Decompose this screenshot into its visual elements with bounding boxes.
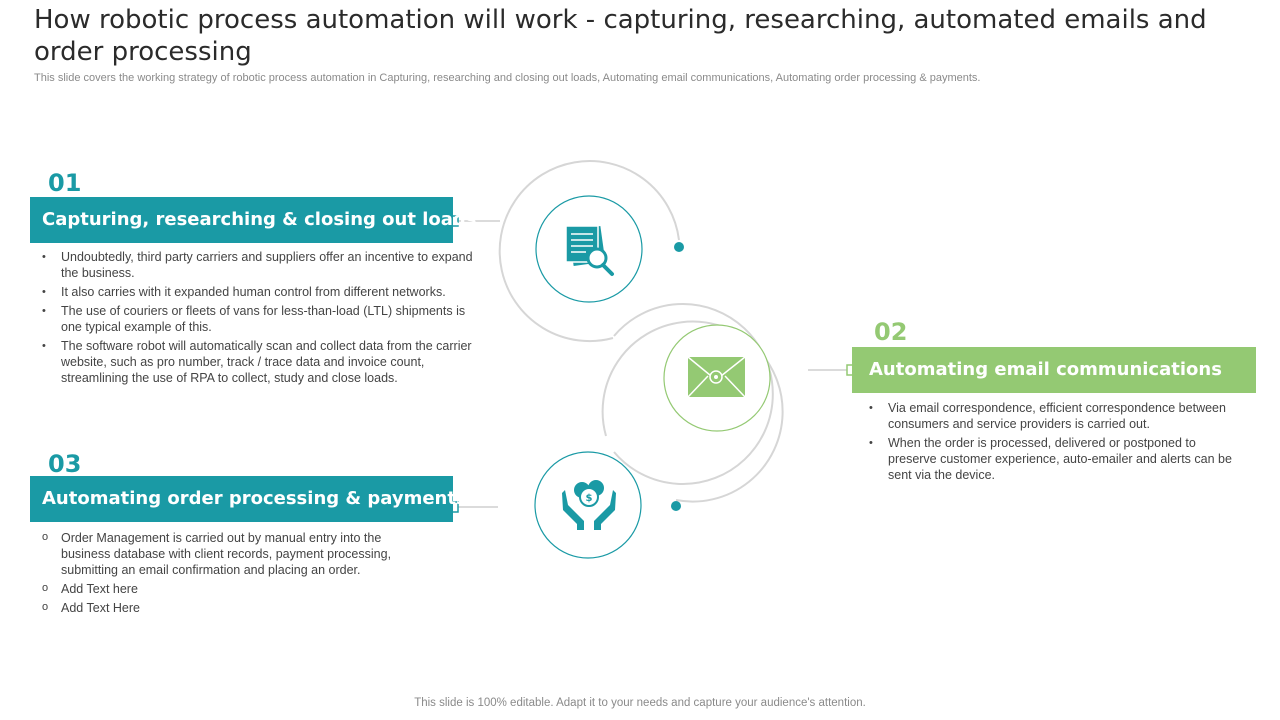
step-2-number: 02 [874,318,908,346]
page-subtitle: This slide covers the working strategy o… [34,72,981,84]
ring-2 [613,303,774,485]
list-item: The software robot will automatically sc… [34,338,480,386]
document-search-icon [565,225,614,276]
ring-3-end-dot [671,501,681,511]
list-item: Via email correspondence, efficient corr… [861,400,1237,432]
list-item: Order Management is carried out by manua… [34,529,424,578]
list-item: When the order is processed, delivered o… [861,435,1237,483]
step-3-title-bar: Automating order processing & payments [30,476,467,522]
ring-1-end-dot [674,242,684,252]
hands-coins-icon: $ [562,480,616,530]
step-3-number: 03 [48,450,82,478]
list-item: Add Text here [34,580,424,597]
step-1-bullets: Undoubtedly, third party carriers and su… [34,249,480,389]
email-envelope-icon [687,356,746,398]
ring-1 [498,160,680,343]
list-item: It also carries with it expanded human c… [34,284,480,300]
step-3-bullets: Order Management is carried out by manua… [34,529,424,619]
page-title: How robotic process automation will work… [34,5,1207,67]
step-1-number: 01 [48,169,82,197]
step-1-title-bar: Capturing, researching & closing out loa… [30,197,477,243]
list-item: The use of couriers or fleets of vans fo… [34,303,480,335]
svg-text:$: $ [586,493,593,504]
list-item: Add Text Here [34,599,424,616]
list-item: Undoubtedly, third party carriers and su… [34,249,480,281]
footer-note: This slide is 100% editable. Adapt it to… [414,697,866,709]
step-2-bullets: Via email correspondence, efficient corr… [861,400,1237,486]
step-2-title-bar: Automating email communications [852,347,1256,393]
